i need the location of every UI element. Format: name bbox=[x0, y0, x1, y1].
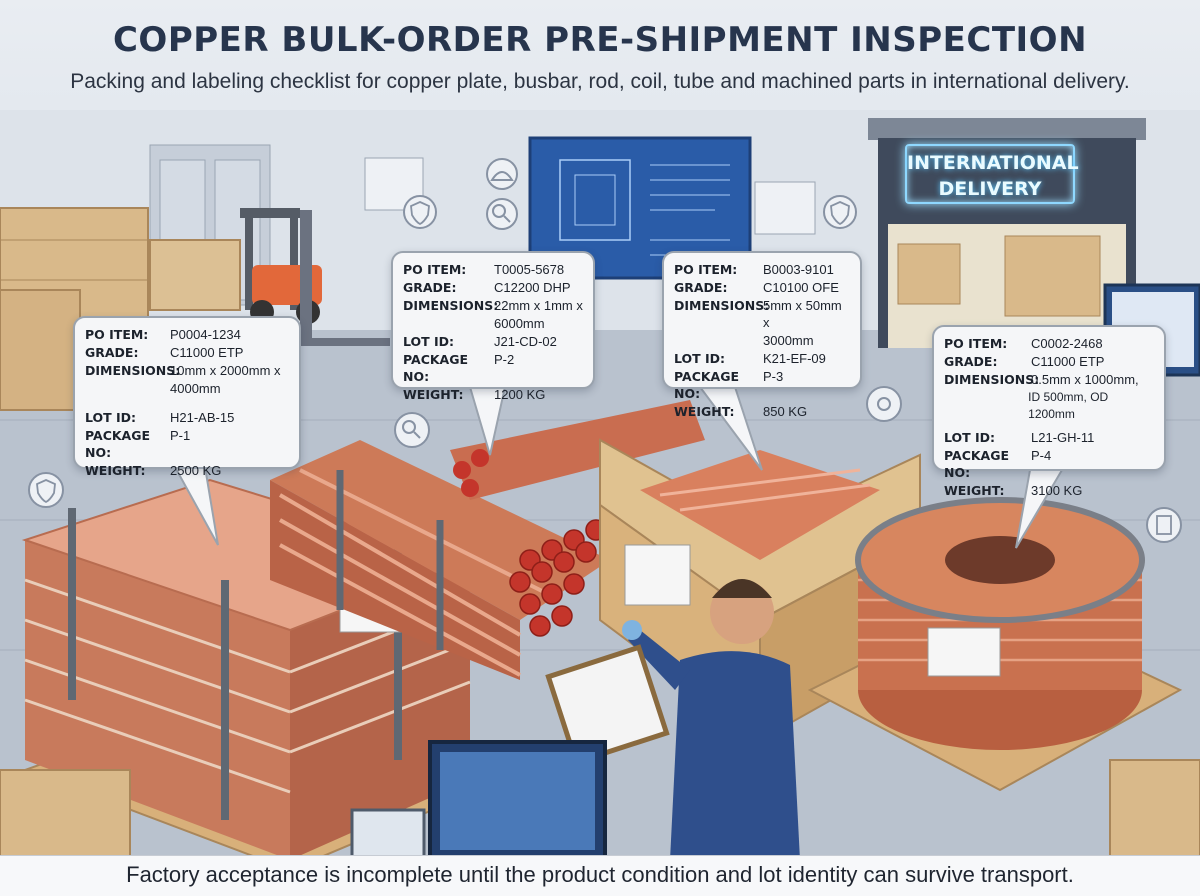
grade-label: GRADE: bbox=[85, 345, 139, 360]
weight-label: WEIGHT: bbox=[674, 404, 735, 419]
weight-value: 2500 KG bbox=[170, 463, 222, 478]
grade-value: C12200 DHP bbox=[494, 280, 571, 295]
dimensions-value-cont: 3000mm bbox=[763, 333, 814, 348]
grade-value: C10100 OFE bbox=[763, 280, 839, 295]
package-no-value: P-4 bbox=[1031, 448, 1052, 463]
dimensions-value-cont: 4000mm bbox=[170, 381, 221, 396]
weight-label: WEIGHT: bbox=[85, 463, 146, 478]
package-no-label: PACKAGE NO: bbox=[944, 448, 1010, 480]
lot-id-value: K21-EF-09 bbox=[763, 351, 826, 366]
dimensions-value-cont: 6000mm bbox=[494, 316, 545, 331]
dimensions-value: 5mm x 50mm x bbox=[763, 298, 842, 330]
grade-label: GRADE: bbox=[944, 354, 998, 369]
sign-line-1: INTERNATIONAL bbox=[907, 152, 1079, 174]
weight-label: WEIGHT: bbox=[944, 483, 1005, 498]
po-item-label: PO ITEM: bbox=[85, 327, 149, 342]
po-item-label: PO ITEM: bbox=[674, 262, 738, 277]
lot-id-value: L21-GH-11 bbox=[1031, 430, 1095, 445]
package-no-label: PACKAGE NO: bbox=[403, 352, 469, 384]
package-label-card-tube: PO ITEM: T0005-5678 GRADE: C12200 DHP DIME… bbox=[391, 251, 595, 402]
grade-value: C11000 ETP bbox=[1031, 354, 1105, 369]
forklift bbox=[240, 208, 390, 346]
po-item-value: T0005-5678 bbox=[494, 262, 565, 277]
dimensions-label: DIMENSIONS: bbox=[674, 298, 770, 313]
package-label-card-busbar: PO ITEM: B0003-9101 GRADE: C10100 OFE DIME… bbox=[662, 251, 862, 419]
package-label-card-plate: PO ITEM: P0004-1234 GRADE: C11000 ETP DIME… bbox=[73, 316, 301, 478]
weight-value: 1200 KG bbox=[494, 387, 546, 402]
po-item-label: PO ITEM: bbox=[403, 262, 467, 277]
footer-caption: Factory acceptance is incomplete until t… bbox=[126, 862, 1074, 887]
copper-tube-bundle bbox=[270, 400, 705, 680]
international-delivery-sign: INTERNATIONAL DELIVERY bbox=[905, 144, 1079, 204]
magnifier-icon bbox=[394, 412, 430, 448]
grade-value: C11000 ETP bbox=[170, 345, 244, 360]
dimensions-value: 0.5mm x 1000mm, bbox=[1031, 372, 1139, 387]
page-title: COPPER BULK-ORDER PRE-SHIPMENT INSPECTIO… bbox=[112, 20, 1088, 60]
dimensions-value-cont: ID 500mm, OD 1200mm bbox=[1028, 390, 1109, 421]
po-item-label: PO ITEM: bbox=[944, 336, 1008, 351]
po-item-value: C0002-2468 bbox=[1031, 336, 1103, 351]
gear-inspect-icon bbox=[866, 386, 902, 422]
footer-band bbox=[0, 855, 1200, 896]
clipboard-icon bbox=[1146, 507, 1182, 543]
po-item-value: P0004-1234 bbox=[170, 327, 241, 342]
dimensions-label: DIMENSIONS: bbox=[403, 298, 499, 313]
hardhat-icon bbox=[486, 158, 518, 190]
inspector-worker bbox=[545, 579, 800, 860]
shield-check-icon bbox=[403, 195, 437, 229]
grade-label: GRADE: bbox=[403, 280, 457, 295]
package-no-label: PACKAGE NO: bbox=[85, 428, 151, 460]
lot-id-label: LOT ID: bbox=[674, 351, 726, 366]
lot-id-value: H21-AB-15 bbox=[170, 410, 235, 425]
weight-label: WEIGHT: bbox=[403, 387, 464, 402]
shield-check-icon bbox=[28, 472, 64, 508]
package-no-value: P-3 bbox=[763, 369, 784, 384]
weight-value: 3100 KG bbox=[1031, 483, 1083, 498]
lot-id-label: LOT ID: bbox=[944, 430, 996, 445]
package-no-label: PACKAGE NO: bbox=[674, 369, 740, 401]
shield-check-icon bbox=[823, 195, 857, 229]
lot-id-label: LOT ID: bbox=[85, 410, 137, 425]
package-no-value: P-2 bbox=[494, 352, 515, 367]
dimensions-value: 22mm x 1mm x bbox=[494, 298, 583, 313]
package-no-value: P-1 bbox=[170, 428, 191, 443]
callout-tails bbox=[173, 386, 1064, 549]
page-subtitle: Packing and labeling checklist for coppe… bbox=[70, 70, 1130, 93]
dimensions-label: DIMENSIONS: bbox=[85, 363, 181, 378]
background-crates bbox=[0, 207, 241, 411]
dimensions-label: DIMENSIONS: bbox=[944, 372, 1040, 387]
copper-coil bbox=[807, 497, 1183, 792]
package-label-card-coil: PO ITEM: C0002-2468 GRADE: C11000 ETP DIME… bbox=[932, 325, 1166, 498]
magnifier-icon bbox=[486, 198, 518, 230]
lot-id-label: LOT ID: bbox=[403, 334, 455, 349]
front-monitor bbox=[350, 740, 607, 862]
grade-label: GRADE: bbox=[674, 280, 728, 295]
dimensions-value: 10mm x 2000mm x bbox=[170, 363, 281, 378]
weight-value: 850 KG bbox=[763, 404, 808, 419]
lot-id-value: J21-CD-02 bbox=[494, 334, 557, 349]
po-item-value: B0003-9101 bbox=[763, 262, 834, 277]
sign-line-2: DELIVERY bbox=[938, 178, 1042, 200]
